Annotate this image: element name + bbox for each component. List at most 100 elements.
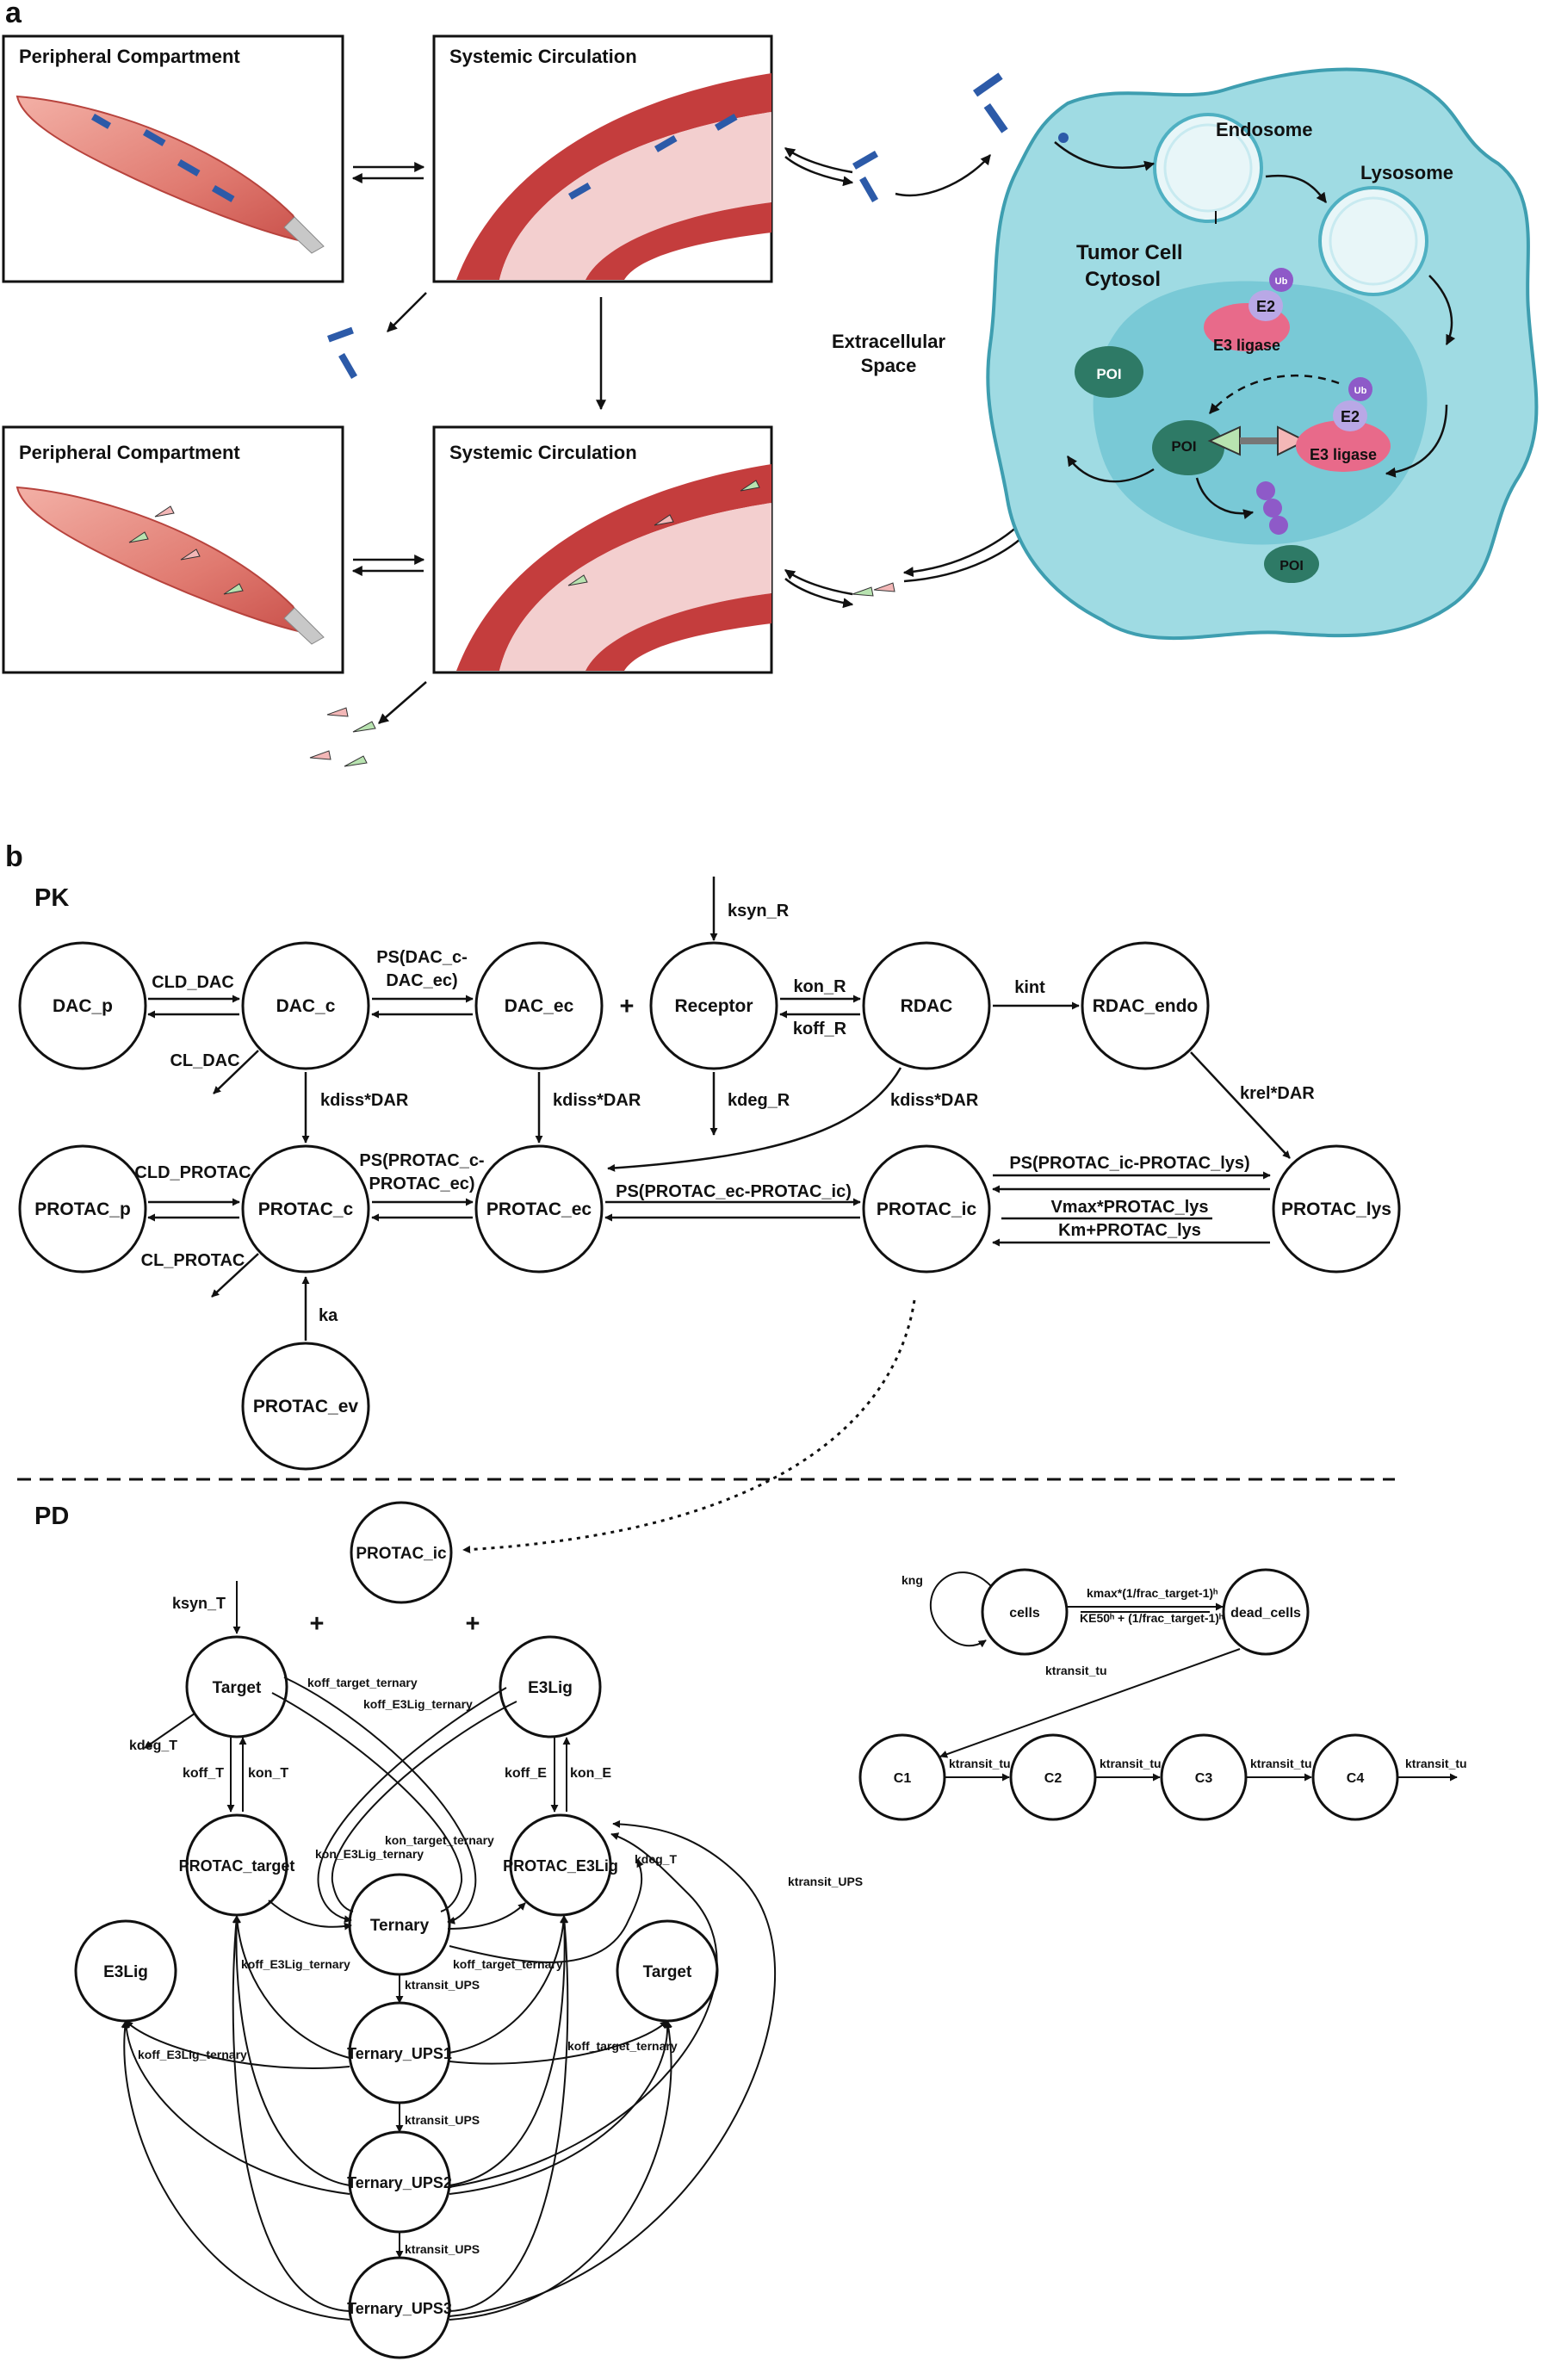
pk-plus: + xyxy=(620,993,635,1020)
pd-rate-koff-target-ternary-top: koff_target_ternary xyxy=(307,1676,418,1689)
rate-cl-protac: CL_PROTAC xyxy=(141,1251,245,1270)
peripheral-compartment-top: Peripheral Compartment xyxy=(2,34,344,283)
pk-nodes xyxy=(18,941,1401,1471)
poi-mid: POI xyxy=(1171,438,1196,455)
pd-rate-ktransit-tu-2: ktransit_tu xyxy=(1100,1757,1162,1770)
pd-node-protac-e3lig: PROTAC_E3Lig xyxy=(503,1857,618,1875)
node-rdac-endo: RDAC_endo xyxy=(1093,996,1199,1016)
pd-rate-kon-target-ternary: kon_target_ternary xyxy=(385,1833,494,1847)
pd-plus-1: + xyxy=(310,1610,325,1638)
node-receptor: Receptor xyxy=(674,996,753,1016)
pd-node-e3lig-free: E3Lig xyxy=(103,1963,148,1981)
pd-rate-ktransit-ups-1: ktransit_UPS xyxy=(405,1978,480,1992)
node-dac-ec: DAC_ec xyxy=(505,996,574,1016)
pd-rate-kdeg-t-right: kdeg_T xyxy=(635,1852,677,1866)
rate-km: Km+PROTAC_lys xyxy=(1058,1221,1201,1240)
pd-node-labels: PROTAC_ic Target E3Lig PROTAC_target PRO… xyxy=(103,1545,1364,2317)
systemic-top-title: Systemic Circulation xyxy=(449,46,637,67)
pd-rate-kon-e3lig-ternary: kon_E3Lig_ternary xyxy=(315,1847,424,1861)
pd-node-c4: C4 xyxy=(1347,1771,1365,1786)
pd-rate-ktransit-tu-1: ktransit_tu xyxy=(949,1757,1011,1770)
pd-rate-koff-t: koff_T xyxy=(183,1766,224,1781)
e2-top: E2 xyxy=(1256,298,1275,315)
rate-kon-r: kon_R xyxy=(793,977,846,996)
pd-rate-koff-e3lig-ternary-left: koff_E3Lig_ternary xyxy=(241,1957,350,1971)
pd-node-e3lig: E3Lig xyxy=(528,1679,573,1697)
tumor-cell-label-1: Tumor Cell xyxy=(1076,241,1183,264)
pd-rate-koff-target-ternary-mid: koff_target_ternary xyxy=(453,1957,563,1971)
e3-top: E3 ligase xyxy=(1213,337,1280,354)
pd-node-dead-cells: dead_cells xyxy=(1230,1606,1301,1621)
node-protac-ec: PROTAC_ec xyxy=(486,1199,592,1219)
pd-rate-ktransit-ups-2: ktransit_UPS xyxy=(405,2113,480,2127)
peripheral-top-title: Peripheral Compartment xyxy=(19,46,240,67)
pd-rate-ke50: KE50ʰ + (1/frac_target-1)ʰ xyxy=(1080,1611,1224,1625)
pk-arrows xyxy=(147,877,1291,1341)
pd-rate-kmax: kmax*(1/frac_target-1)ʰ xyxy=(1087,1586,1218,1600)
rate-ka: ka xyxy=(319,1306,338,1325)
extracellular-line2: Space xyxy=(861,355,917,376)
pd-rates: ksyn_T kdeg_T koff_T kon_T koff_E kon_E … xyxy=(129,1573,1467,2256)
lysosome-label: Lysosome xyxy=(1360,162,1453,183)
pk-pd-link xyxy=(462,1299,916,1554)
endosome-label: Endosome xyxy=(1216,119,1312,140)
rate-ps-ic-lys: PS(PROTAC_ic-PROTAC_lys) xyxy=(1009,1154,1249,1173)
rate-cld-protac: CLD_PROTAC xyxy=(134,1163,251,1182)
poi-top: POI xyxy=(1096,366,1121,382)
e2-mid: E2 xyxy=(1341,408,1360,425)
extracellular-line1: Extracellular xyxy=(832,331,946,352)
systemic-circulation-bottom: Systemic Circulation xyxy=(432,425,773,674)
tumor-cell: Endosome Lysosome Tumor Cell Cytosol Ub … xyxy=(986,67,1539,641)
pd-rate-kdeg-t: kdeg_T xyxy=(129,1739,177,1753)
node-dac-p: DAC_p xyxy=(53,996,113,1016)
peripheral-compartment-bottom: Peripheral Compartment xyxy=(2,425,344,674)
node-protac-c: PROTAC_c xyxy=(258,1199,354,1219)
pd-node-c3: C3 xyxy=(1195,1771,1213,1786)
rate-kdiss-2: kdiss*DAR xyxy=(553,1091,641,1110)
pd-rate-ktransit-ups-3: ktransit_UPS xyxy=(405,2242,480,2256)
pd-rate-koff-e: koff_E xyxy=(505,1766,547,1781)
pd-node-protac-ic: PROTAC_ic xyxy=(356,1545,447,1563)
systemic-circulation-top: Systemic Circulation xyxy=(432,34,773,283)
rate-kdiss-1: kdiss*DAR xyxy=(320,1091,409,1110)
rate-ps-ec-ic: PS(PROTAC_ec-PROTAC_ic) xyxy=(616,1182,852,1201)
rate-krel: krel*DAR xyxy=(1240,1084,1315,1103)
e3-mid: E3 ligase xyxy=(1310,446,1377,463)
systemic-bottom-title: Systemic Circulation xyxy=(449,442,637,463)
node-rdac: RDAC xyxy=(901,996,953,1016)
rate-kdeg-r: kdeg_R xyxy=(728,1091,790,1110)
rate-ps-dac-2: DAC_ec) xyxy=(386,971,457,990)
pd-rate-koff-e3lig-ternary-far: koff_E3Lig_ternary xyxy=(138,2048,247,2061)
pd-node-ups2: Ternary_UPS2 xyxy=(347,2174,452,2191)
free-protac-cluster xyxy=(309,582,895,767)
pd-rate-kng: kng xyxy=(902,1573,923,1587)
pd-node-c2: C2 xyxy=(1044,1771,1063,1786)
pd-plus-2: + xyxy=(466,1610,480,1638)
rate-vmax: Vmax*PROTAC_lys xyxy=(1050,1198,1208,1217)
ub-top: Ub xyxy=(1275,276,1288,287)
pd-rate-koff-e3lig-ternary-top: koff_E3Lig_ternary xyxy=(363,1697,473,1711)
pk-rates: ksyn_R CLD_DAC CL_DAC PS(DAC_c- DAC_ec) … xyxy=(134,902,1315,1325)
rate-cl-dac: CL_DAC xyxy=(170,1051,239,1070)
free-adc-cluster xyxy=(327,72,1008,379)
node-dac-c: DAC_c xyxy=(276,996,336,1016)
pd-rate-kon-e: kon_E xyxy=(570,1766,611,1781)
pk-node-labels: DAC_p DAC_c DAC_ec Receptor RDAC RDAC_en… xyxy=(34,996,1391,1416)
pd-rate-kon-t: kon_T xyxy=(248,1766,288,1781)
pd-rate-koff-target-ternary-right: koff_target_ternary xyxy=(567,2039,678,2053)
poi-bottom: POI xyxy=(1279,559,1304,573)
ub-mid: Ub xyxy=(1354,386,1367,396)
pd-node-c1: C1 xyxy=(894,1771,912,1786)
rate-koff-r: koff_R xyxy=(793,1020,847,1038)
pk-label: PK xyxy=(34,884,69,912)
pd-rate-ktransit-ups-right: ktransit_UPS xyxy=(788,1875,863,1888)
pd-rate-ktransit-tu: ktransit_tu xyxy=(1045,1664,1107,1677)
rate-kint: kint xyxy=(1014,978,1045,997)
rate-cld-dac: CLD_DAC xyxy=(152,973,234,992)
pd-node-protac-target: PROTAC_target xyxy=(179,1857,295,1875)
panel-label-b: b xyxy=(5,840,23,873)
pd-node-ternary: Ternary xyxy=(370,1917,430,1935)
pd-rate-ksyn-t: ksyn_T xyxy=(172,1595,226,1612)
node-protac-ev: PROTAC_ev xyxy=(253,1397,358,1416)
